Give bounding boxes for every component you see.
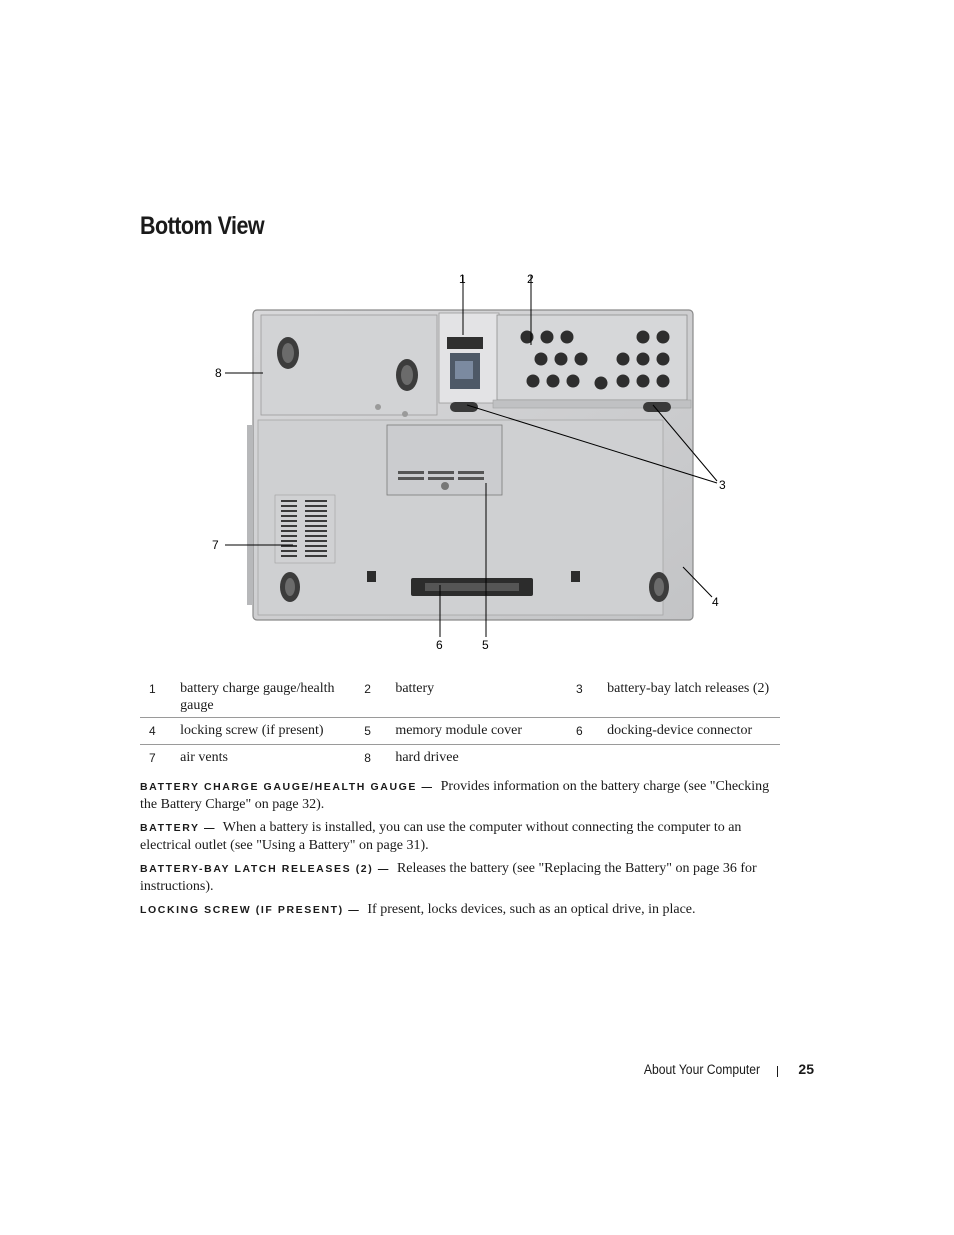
footer-divider <box>777 1066 778 1077</box>
footer-section-title: About Your Computer <box>643 1062 760 1077</box>
legend-number: 8 <box>364 751 371 765</box>
legend-number: 7 <box>149 751 156 765</box>
legend-description: battery-bay latch releases (2) <box>607 676 780 718</box>
callout-2: 2 <box>527 272 534 286</box>
component-definitions: Battery charge gauge/health gauge — Prov… <box>140 778 780 924</box>
legend-description: memory module cover <box>395 717 567 745</box>
definition-text: Releases the battery (see "Replacing the… <box>140 861 757 894</box>
callout-5: 5 <box>482 638 489 652</box>
legend-description: battery <box>395 676 567 718</box>
definition-paragraph: Battery charge gauge/health gauge — Prov… <box>140 778 780 814</box>
legend-row: 7 air vents 8 hard drivee <box>140 745 780 772</box>
definition-paragraph: Battery-bay latch releases (2) — Release… <box>140 860 780 896</box>
callout-8: 8 <box>215 366 222 380</box>
legend-number: 2 <box>355 676 396 718</box>
legend-description: locking screw (if present) <box>180 717 356 745</box>
page-title: Bottom View <box>140 212 265 240</box>
callout-1: 1 <box>459 272 466 286</box>
definition-term: Locking screw (if present) — <box>140 904 361 916</box>
legend-number: 1 <box>140 676 181 718</box>
legend-number <box>567 745 607 772</box>
definition-term: Battery-bay latch releases (2) — <box>140 863 390 875</box>
legend-number: 5 <box>355 717 396 745</box>
legend-description: air vents <box>180 750 228 765</box>
legend-description: battery charge gauge/health gauge <box>180 676 356 718</box>
callout-4: 4 <box>712 595 719 609</box>
definition-paragraph: Locking screw (if present) — If present,… <box>140 901 780 919</box>
definition-paragraph: Battery — When a battery is installed, y… <box>140 819 780 855</box>
definition-text: If present, locks devices, such as an op… <box>367 902 696 917</box>
legend-description: hard drivee <box>395 750 459 765</box>
legend-number: 3 <box>567 676 608 718</box>
callout-6: 6 <box>436 638 443 652</box>
callout-legend-table: 1 battery charge gauge/health gauge 2 ba… <box>140 676 780 771</box>
bottom-view-illustration: 1 2 3 4 5 6 7 8 <box>212 272 726 652</box>
definition-term: Battery charge gauge/health gauge — <box>140 781 434 793</box>
callout-3: 3 <box>719 478 726 492</box>
page-number: 25 <box>798 1061 814 1077</box>
definition-text: When a battery is installed, you can use… <box>140 820 742 853</box>
legend-number: 4 <box>140 717 181 745</box>
legend-description: docking-device connector <box>607 717 780 745</box>
callout-7: 7 <box>212 538 219 552</box>
legend-description <box>607 745 780 772</box>
legend-number: 6 <box>567 717 608 745</box>
legend-row: 4 locking screw (if present) 5 memory mo… <box>140 717 780 745</box>
definition-term: Battery — <box>140 822 217 834</box>
legend-row: 1 battery charge gauge/health gauge 2 ba… <box>140 676 780 718</box>
page-footer: About Your Computer 25 <box>600 1060 814 1080</box>
definition-text: Provides information on the battery char… <box>140 779 770 812</box>
